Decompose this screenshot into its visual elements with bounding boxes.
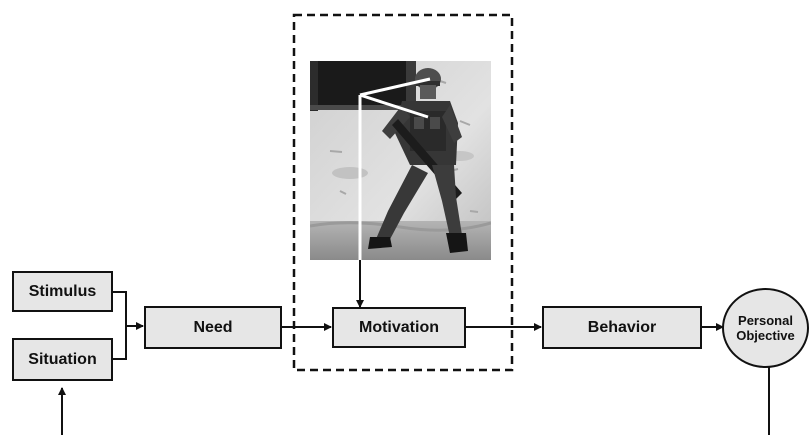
stimulus-box: Stimulus xyxy=(12,271,113,312)
situation-connector xyxy=(112,326,127,360)
objective-label-line1: Personal xyxy=(738,313,793,328)
stimulus-connector xyxy=(112,291,127,326)
need-label: Need xyxy=(193,318,233,336)
need-box: Need xyxy=(144,306,282,349)
situation-label: Situation xyxy=(28,350,97,368)
behavior-box: Behavior xyxy=(542,306,702,349)
motivation-box: Motivation xyxy=(332,307,466,348)
objective-label-line2: Objective xyxy=(736,328,795,343)
stimulus-label: Stimulus xyxy=(28,282,97,300)
personal-objective-node: Personal Objective xyxy=(722,288,809,368)
motivation-label: Motivation xyxy=(359,318,439,336)
motivation-focus-frame xyxy=(292,13,514,372)
situation-box: Situation xyxy=(12,338,113,381)
soldier-photo xyxy=(310,61,491,260)
behavior-label: Behavior xyxy=(587,318,657,336)
